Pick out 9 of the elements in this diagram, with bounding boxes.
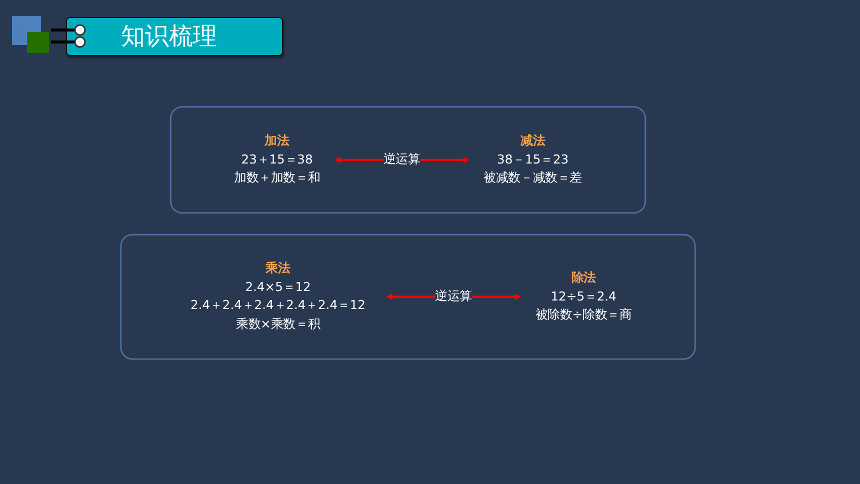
edge-label: 逆运算 — [435, 289, 472, 304]
node-text: 加法 23＋15＝38 加数＋加数＝和 — [234, 134, 320, 186]
cluster — [120, 234, 696, 360]
edge-label: 逆运算 — [383, 152, 420, 167]
slide-title: 知识梳理 — [66, 17, 283, 56]
node-text: 减法 38－15＝23 被减数－减数＝差 — [484, 134, 582, 186]
node-text: 乘法 2.4×5＝12 2.4＋2.4＋2.4＋2.4＋2.4＝12 乘数×乘数＝积 — [190, 261, 366, 332]
node-text: 除法 12÷5＝2.4 被除数÷除数＝商 — [535, 270, 632, 322]
cluster — [170, 106, 646, 214]
